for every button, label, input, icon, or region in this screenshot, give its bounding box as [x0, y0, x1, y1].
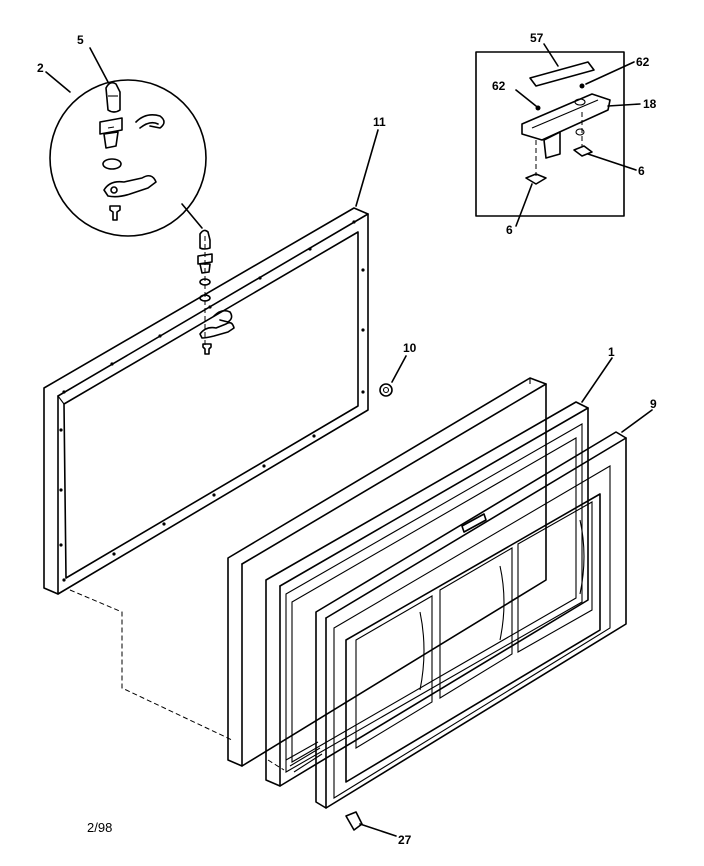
callout-2: 2: [37, 61, 71, 93]
callout-11: 11: [355, 115, 386, 207]
callout-27-label: 27: [398, 833, 412, 847]
callout-18-label: 18: [643, 97, 657, 111]
latch-detail-inset: 57 62 62 18 6 6: [475, 31, 657, 237]
callout-9-label: 9: [650, 397, 657, 411]
window-middle: [439, 547, 513, 699]
callout-5: 5: [77, 33, 109, 83]
part-11-liner-frame: [43, 207, 369, 595]
lid-core-panel: [227, 377, 547, 767]
part-9-outer-panel: 9: [315, 397, 657, 809]
hinge-detail-circle: [49, 79, 207, 237]
callout-10-label: 10: [403, 341, 417, 355]
part-1-gasket: 1: [265, 345, 615, 787]
callout-1-label: 1: [608, 345, 615, 359]
callout-6-left-label: 6: [506, 223, 513, 237]
callout-11-label: 11: [373, 115, 386, 129]
callout-62-right-label: 62: [636, 55, 650, 69]
window-left: [355, 595, 433, 749]
frame-rivets: [59, 220, 365, 582]
callout-6-right-label: 6: [638, 164, 645, 178]
revision-date: 2/98: [87, 820, 113, 835]
part-10-plug: 10: [379, 341, 417, 397]
callout-62-left-label: 62: [492, 79, 506, 93]
callout-57-label: 57: [530, 31, 544, 45]
callout-5-label: 5: [77, 33, 84, 47]
alignment-dashes: [69, 589, 285, 771]
part-27-screw: 27: [345, 811, 412, 847]
callout-2-label: 2: [37, 61, 44, 75]
window-right: [517, 501, 593, 653]
hinge-assembly: [197, 229, 235, 355]
